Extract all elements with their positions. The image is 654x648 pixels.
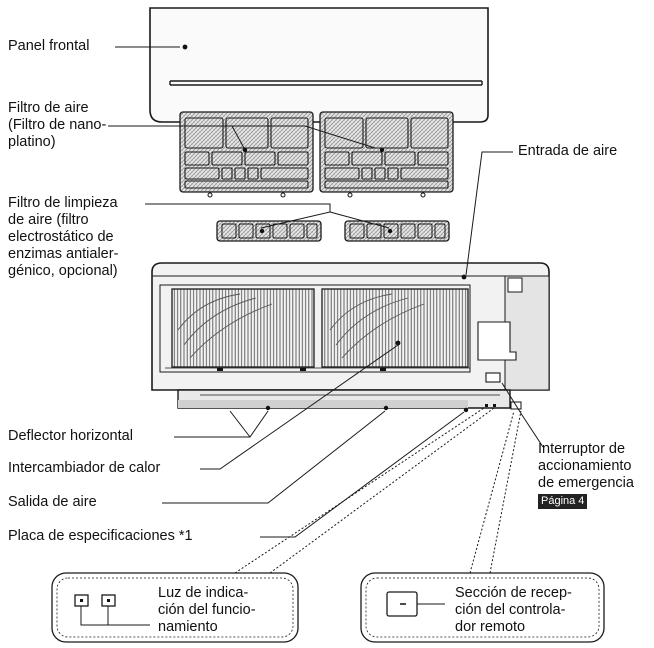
remote-receiver-callout: [360, 572, 605, 643]
cleaning-filter-right: [344, 220, 450, 242]
indoor-unit: [151, 262, 550, 413]
label-operation-light: Luz de indica- ción del funcio- namiento: [158, 585, 256, 635]
label-horizontal-vane: Deflector horizontal: [8, 428, 133, 444]
air-filter-left: [179, 111, 314, 198]
label-heat-exchanger: Intercambiador de calor: [8, 460, 161, 476]
callout-dotted-lines: [234, 407, 522, 574]
label-remote-receiver: Sección de recep- ción del controla- dor…: [455, 585, 572, 635]
air-filter-right: [319, 111, 454, 198]
label-spec-plate: Placa de especificaciones *1: [8, 528, 193, 544]
cleaning-filter-left: [216, 220, 322, 242]
label-air-outlet: Salida de aire: [8, 494, 97, 510]
page-reference-badge[interactable]: Página 4: [538, 494, 588, 509]
leader-lines: [108, 46, 544, 538]
label-emergency-switch-block: Interruptor de accionamiento de emergenc…: [538, 441, 634, 509]
label-front-panel: Panel frontal: [8, 38, 90, 54]
label-air-inlet: Entrada de aire: [518, 143, 618, 159]
front-panel: [149, 7, 489, 123]
label-cleaning-filter: Filtro de limpieza de aire (filtro elect…: [8, 195, 119, 279]
label-emergency-switch: Interruptor de accionamiento de emergenc…: [538, 441, 634, 491]
label-air-filter: Filtro de aire (Filtro de nano- platino): [8, 100, 107, 150]
operation-light-callout: [51, 572, 299, 643]
